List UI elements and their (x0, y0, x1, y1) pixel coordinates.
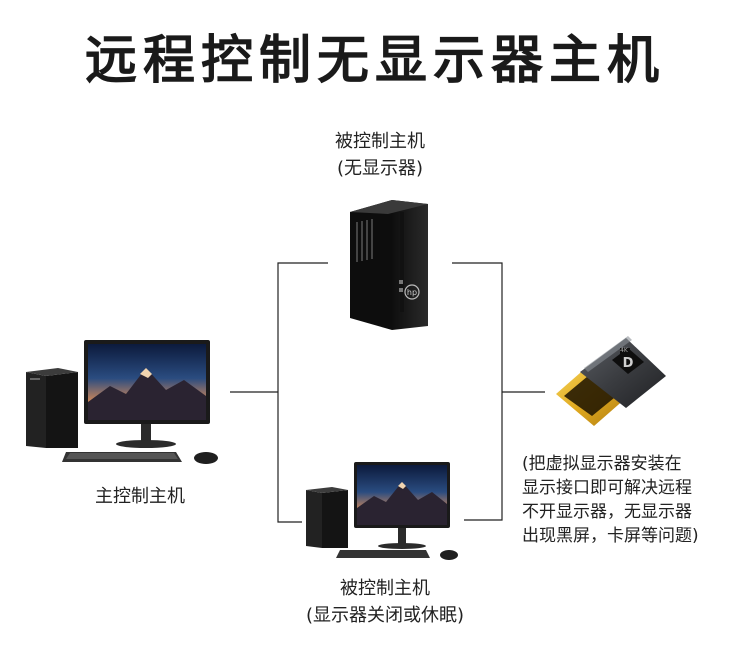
connector-left-bracket (277, 262, 328, 523)
bottom-host-label-line1: 被控制主机 (340, 578, 430, 599)
top-host-label-line1: 被控制主机 (335, 131, 425, 152)
connector-lines (230, 262, 545, 523)
note-line: (把虚拟显示器安装在 (522, 454, 682, 474)
dp-adapter: D 4K (556, 336, 666, 426)
bottom-host-label: 被控制主机 (显示器关闭或休眠) (270, 575, 500, 629)
hp-brand: hp (407, 288, 417, 297)
top-host-label-line2: (无显示器) (336, 158, 424, 179)
connector-right-bracket (452, 262, 503, 521)
main-mouse (194, 452, 218, 464)
note-line: 出现黑屏，卡屏等问题) (522, 526, 699, 546)
note-line: 显示接口即可解决远程 (522, 478, 692, 498)
note-line: 不开显示器，无显示器 (522, 502, 692, 522)
hp-logo-icon (404, 284, 420, 300)
adapter-note: (把虚拟显示器安装在 显示接口即可解决远程 不开显示器，无显示器 出现黑屏，卡屏… (522, 452, 742, 548)
dp-badge: 4K (620, 347, 629, 354)
main-host-label: 主控制主机 (95, 486, 185, 507)
dp-logo-icon: D (623, 356, 634, 371)
top-host-label: 被控制主机 (无显示器) (310, 128, 450, 182)
main-host-group (26, 340, 218, 464)
bottom-host-label-line2: (显示器关闭或休眠) (305, 605, 465, 626)
bottom-host-group (306, 462, 458, 560)
top-host-tower: hp (350, 200, 428, 330)
page-title: 远程控制无显示器主机 (84, 31, 665, 91)
